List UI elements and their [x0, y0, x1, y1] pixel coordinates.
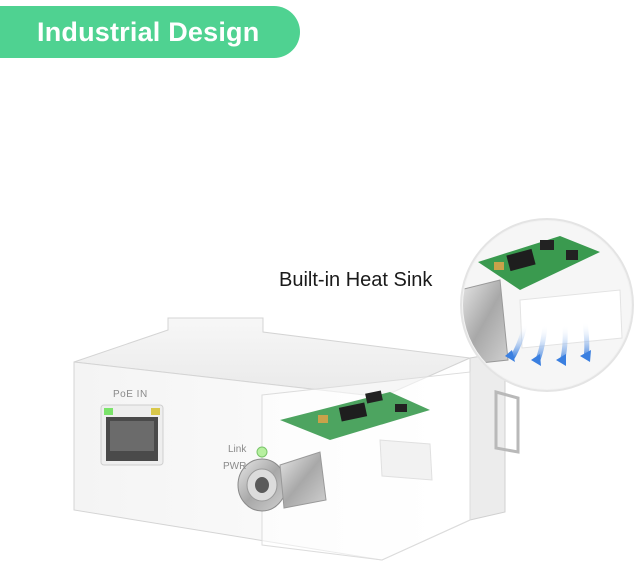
poe-extender-device [73, 317, 520, 561]
heat-sink-label: Built-in Heat Sink [279, 269, 433, 291]
internal-pcb [280, 390, 430, 440]
link-label: Link [228, 444, 247, 455]
link-led [256, 446, 268, 458]
internal-heatsink [379, 439, 433, 481]
cooling-arrows-blue [505, 321, 591, 366]
mounting-ear [494, 390, 520, 454]
banner-title: Industrial Design [37, 16, 260, 47]
bnc-connector [237, 451, 327, 512]
pwr-label: PWR [223, 461, 247, 472]
title-banner: Industrial Design [0, 6, 300, 58]
port-led-green [104, 408, 113, 415]
heat-sink-callout [460, 218, 634, 392]
rj45-port [100, 404, 164, 466]
poe-in-label: PoE IN [113, 389, 148, 400]
port-led-amber [151, 408, 160, 415]
